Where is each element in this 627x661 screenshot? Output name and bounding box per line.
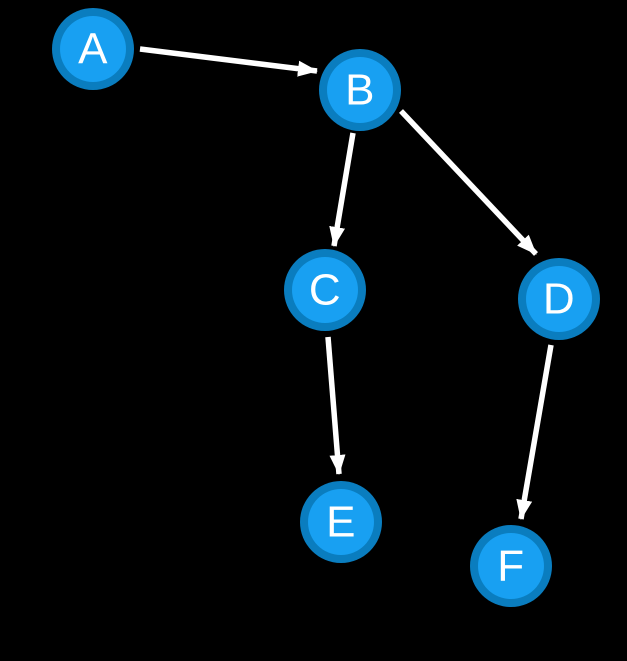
edge-D-F	[516, 344, 554, 520]
edge-A-B	[139, 46, 318, 77]
node-C[interactable]: C	[284, 249, 366, 331]
node-B-label: B	[345, 66, 375, 115]
node-F-fill	[478, 533, 544, 599]
node-F[interactable]: F	[470, 525, 552, 607]
node-C-label: C	[309, 266, 341, 315]
edge-C-E	[325, 336, 346, 475]
node-C-fill	[292, 257, 358, 323]
node-E-fill	[308, 489, 374, 555]
node-A[interactable]: A	[52, 8, 134, 90]
node-A-fill	[60, 16, 126, 82]
node-B-fill	[327, 57, 393, 123]
node-F-label: F	[497, 542, 524, 591]
node-D[interactable]: D	[518, 258, 600, 340]
edge-B-D	[399, 109, 538, 256]
node-E[interactable]: E	[300, 481, 382, 563]
edge-B-C	[329, 132, 356, 247]
node-E-label: E	[326, 498, 356, 547]
node-B[interactable]: B	[319, 49, 401, 131]
node-D-label: D	[543, 275, 575, 324]
nodes-layer: A B C D E F	[52, 8, 600, 607]
node-D-fill	[526, 266, 592, 332]
edges-layer	[139, 46, 554, 520]
node-A-label: A	[78, 25, 108, 74]
